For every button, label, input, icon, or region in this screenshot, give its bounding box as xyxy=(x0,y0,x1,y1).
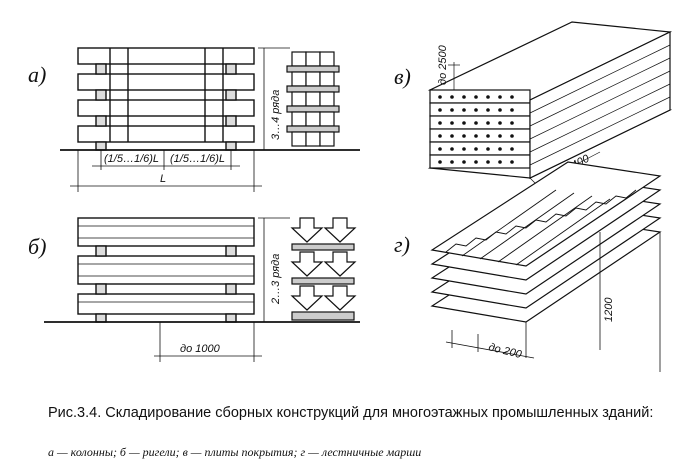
dim-a-frac2: (1/5…1/6)L xyxy=(170,153,225,165)
label-a: а) xyxy=(28,62,46,87)
dim-b-rows: 2…3 ряда xyxy=(270,254,282,305)
dim-g-h: 1200 xyxy=(603,297,615,322)
figure-caption: Рис.3.4. Складирование сборных конструкц… xyxy=(48,405,654,421)
beams-stack xyxy=(44,217,360,323)
dim-g-w: до 200 xyxy=(487,341,523,361)
columns-dimension-lines xyxy=(70,150,262,192)
beams-end-view xyxy=(290,217,357,321)
dim-a-frac1: (1/5…1/6)L xyxy=(104,153,159,165)
stairs-stack xyxy=(430,161,662,372)
columns-end-view xyxy=(286,51,340,147)
figure-legend: а — колонны; б — ригели; в — плиты покры… xyxy=(48,445,422,459)
dim-b-len: до 1000 xyxy=(180,343,221,355)
dim-a-rows: 3…4 ряда xyxy=(270,90,282,140)
dim-a-L: L xyxy=(160,173,166,185)
dim-v-len: до 2500 xyxy=(437,44,449,85)
label-b: б) xyxy=(28,234,46,259)
columns-stack xyxy=(60,47,360,151)
label-v: в) xyxy=(394,64,411,89)
beams-dimension-lines xyxy=(154,322,262,362)
label-g: г) xyxy=(394,232,410,257)
slabs-stack xyxy=(427,21,673,189)
